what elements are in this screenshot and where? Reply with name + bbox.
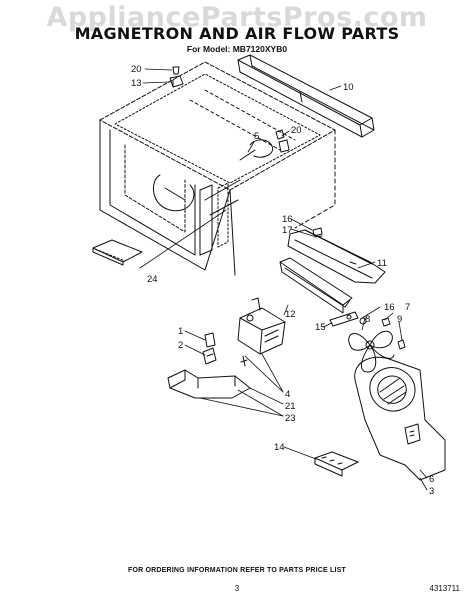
callout-20-right: 20 (291, 125, 302, 136)
callout-11: 11 (377, 258, 387, 269)
part-20-13-screw-clip-drawing (169, 66, 184, 88)
part-5-20-clip-drawing (275, 129, 290, 153)
callout-12: 12 (285, 309, 296, 320)
callout-21: 21 (285, 401, 296, 412)
part-11-air-duct-drawing (287, 229, 386, 284)
model-subtitle: For Model: MB7120XYB0 (186, 44, 288, 54)
callout-14: 14 (274, 442, 285, 453)
part-23-bracket-drawing (167, 369, 251, 399)
watermark-logo: AppliancePartsPros.com (46, 2, 428, 33)
callout-6: 6 (429, 474, 434, 485)
callout-1: 1 (178, 326, 183, 337)
callout-16-lower: 16 (384, 302, 395, 313)
magnetron-drawing (237, 297, 286, 367)
callout-17: 17 (282, 225, 293, 236)
callout-16-upper: 16 (282, 214, 293, 225)
callout-15: 15 (315, 322, 326, 333)
callout-leader-lines (139, 68, 428, 491)
part-6-3-fan-housing-drawing (354, 356, 446, 481)
page-title: MAGNETRON AND AIR FLOW PARTS (74, 24, 400, 43)
part-24-pad-drawing (92, 239, 143, 266)
callout-9: 9 (397, 314, 402, 325)
callout-3: 3 (429, 486, 434, 497)
oven-cavity-drawing (99, 61, 336, 276)
callout-23: 23 (285, 413, 296, 424)
part-15-strip-drawing (329, 311, 359, 327)
callout-7: 7 (405, 302, 410, 313)
callout-24: 24 (147, 274, 158, 285)
callout-2: 2 (178, 340, 183, 351)
callout-13: 13 (131, 78, 142, 89)
document-id: 4313711 (429, 584, 460, 593)
callout-4: 4 (285, 389, 290, 400)
part-14-bracket-strip-drawing (314, 451, 359, 477)
part-8-fan-blade-drawing (348, 330, 395, 373)
callout-labels: 20 13 10 5 20 16 17 24 11 12 16 7 15 8 9… (131, 64, 434, 497)
ordering-info-note: FOR ORDERING INFORMATION REFER TO PARTS … (127, 567, 347, 574)
page-number: 3 (234, 584, 240, 593)
part-12-duct-channel-drawing (279, 257, 353, 314)
callout-20-top: 20 (131, 64, 142, 75)
part-10-bar-drawing (237, 54, 375, 138)
callout-10: 10 (343, 82, 354, 93)
part-1-2-thermal-cutout-drawing (202, 332, 217, 365)
callout-8: 8 (365, 314, 370, 325)
callout-5: 5 (254, 131, 259, 142)
